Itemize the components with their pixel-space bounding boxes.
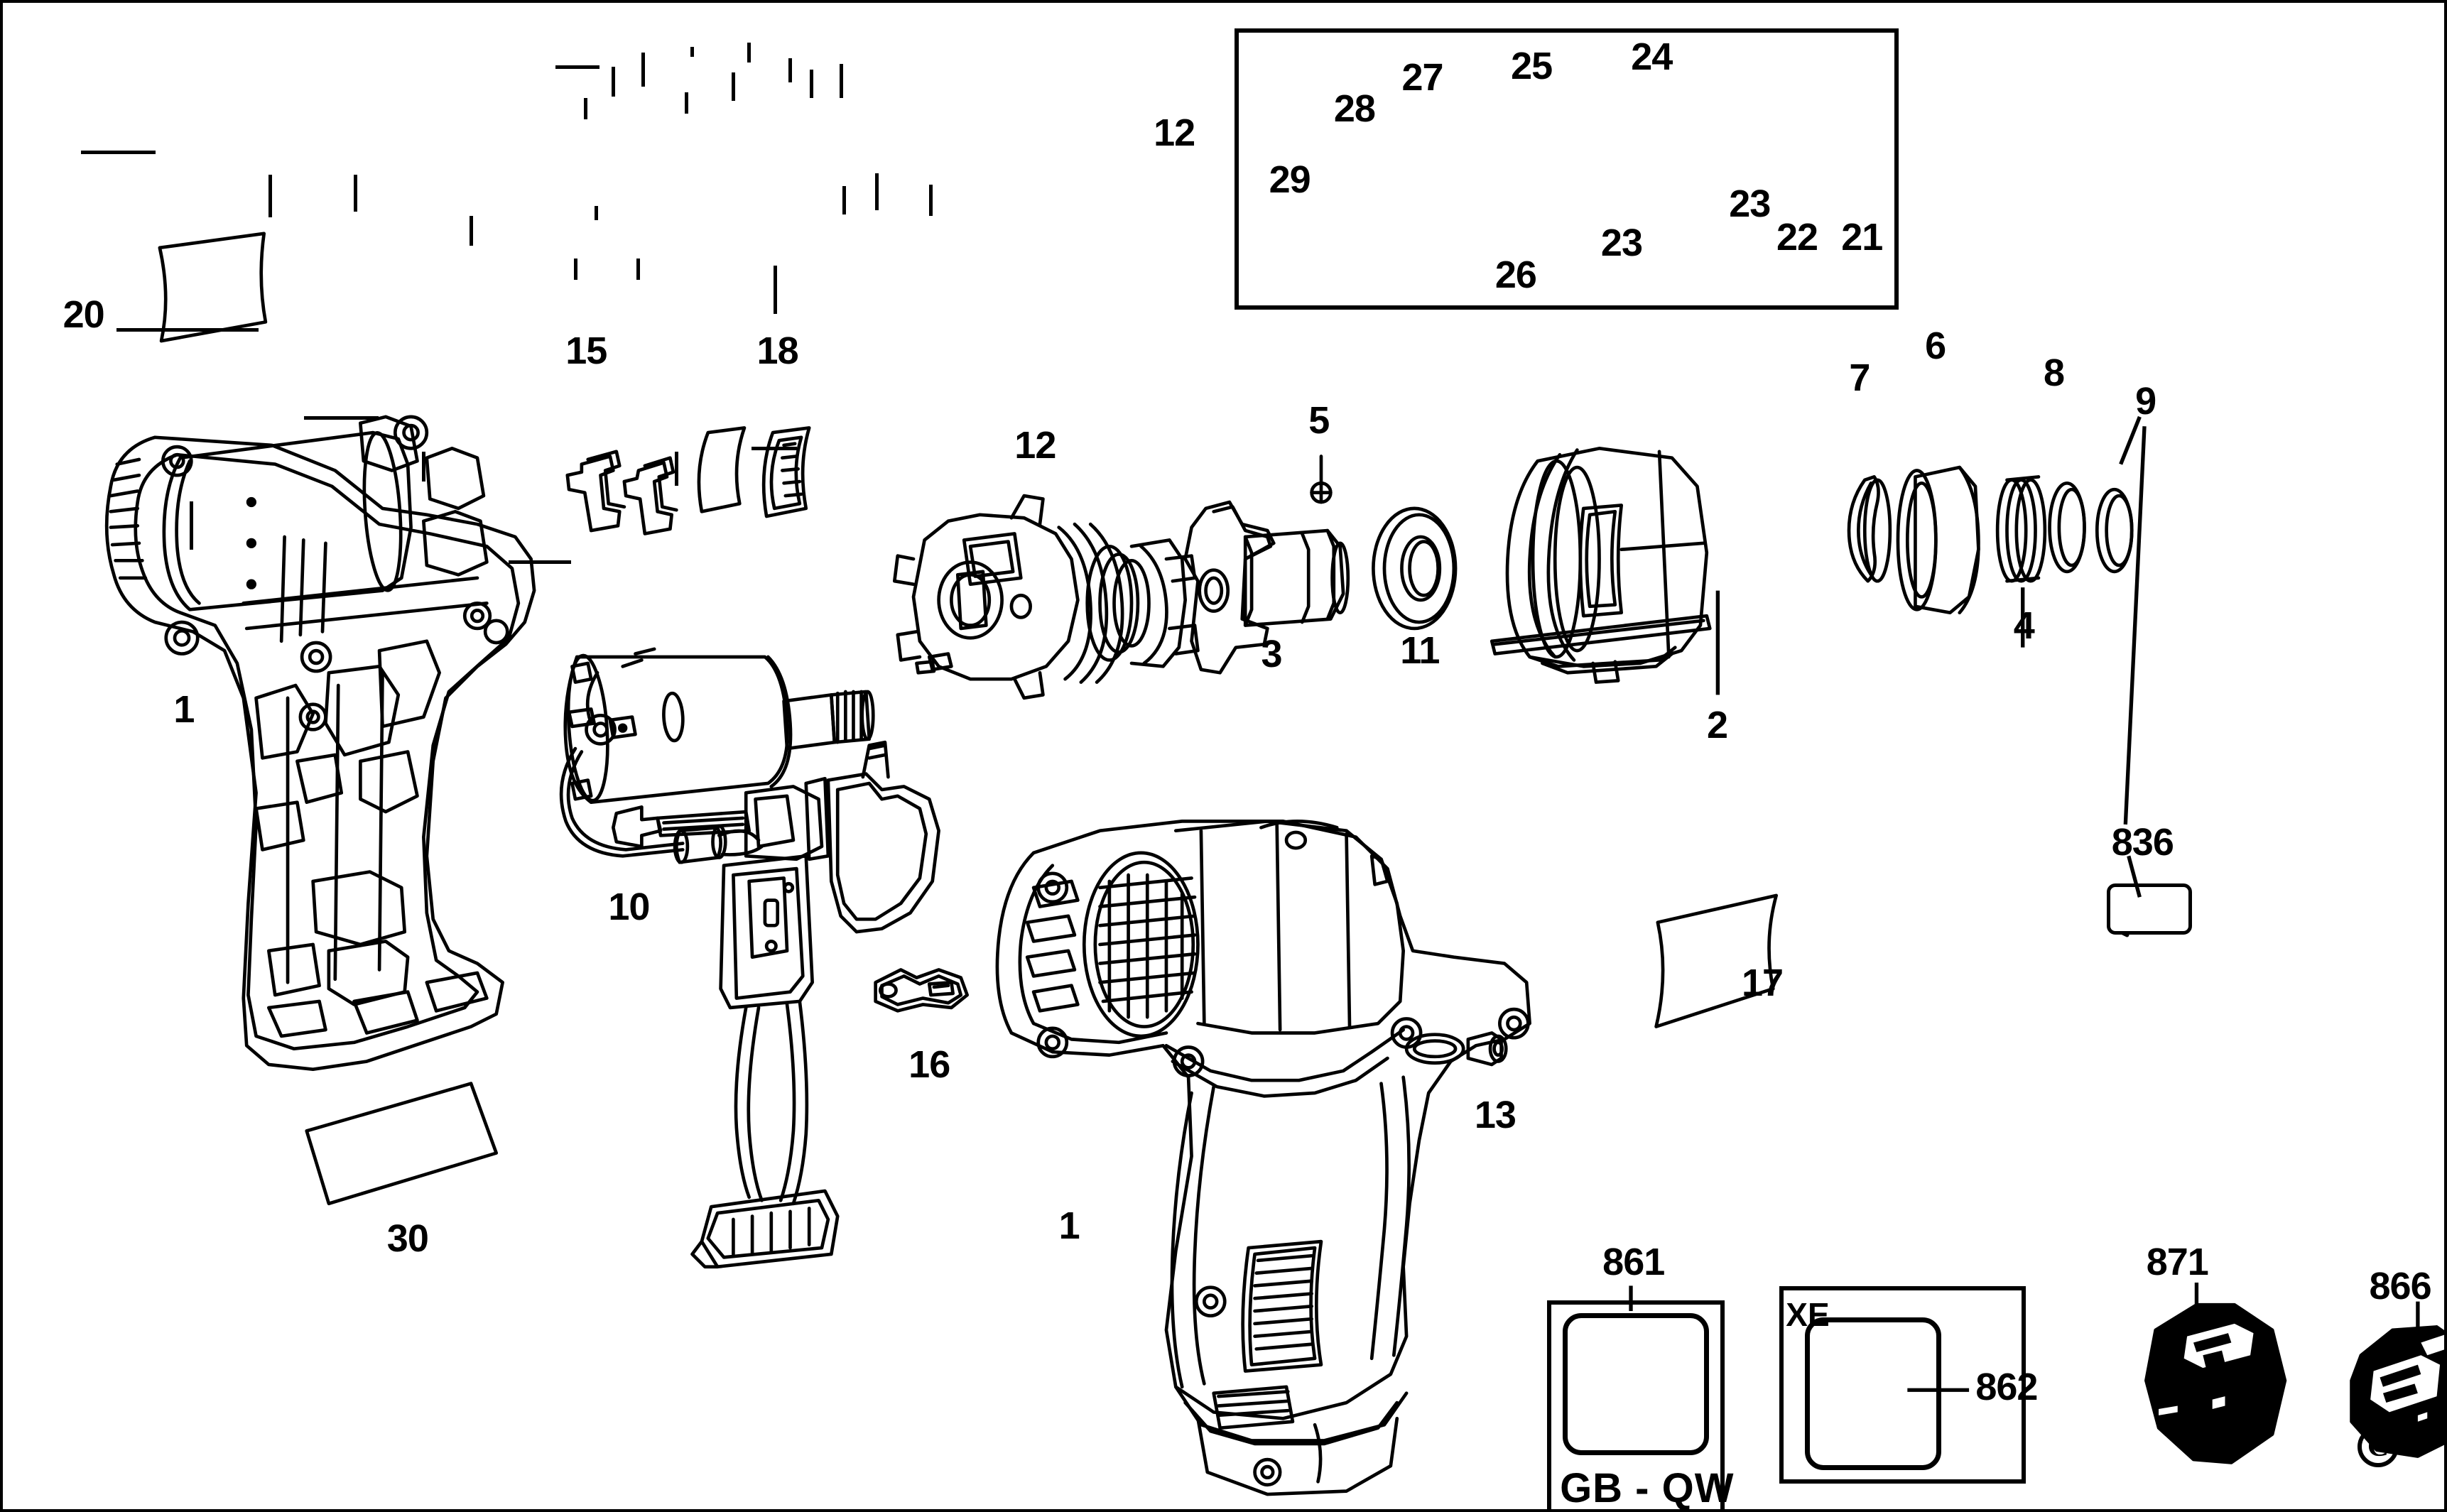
callout-17: 17	[1741, 961, 1784, 1004]
kit-box-861-inner-rounded	[1563, 1313, 1709, 1455]
callout-22: 22	[1776, 215, 1818, 259]
kit-box-861-region-label: GB - QW	[1560, 1464, 1735, 1511]
callout-16: 16	[908, 1043, 950, 1087]
leader-12-mid	[470, 216, 473, 246]
callout-8: 8	[2044, 351, 2065, 394]
leader-1-left	[116, 328, 259, 332]
leader-8	[929, 185, 933, 216]
leader-21	[840, 64, 843, 98]
callout-871: 871	[2146, 1241, 2209, 1284]
part-6-collar	[1896, 465, 1980, 615]
part-866-battery	[2350, 1325, 2444, 1458]
part-30-nameplate	[305, 1082, 499, 1206]
leader-22	[810, 70, 813, 98]
callout-21: 21	[1841, 215, 1883, 259]
leader-3	[574, 259, 577, 280]
leader-10	[304, 416, 379, 420]
leader-27	[641, 53, 645, 87]
leader-26	[685, 92, 688, 114]
callout-27: 27	[1401, 55, 1444, 99]
leader-25	[690, 47, 694, 57]
callout-836: 836	[2111, 820, 2174, 864]
callout-861: 861	[1602, 1241, 1665, 1284]
leader-overlay	[1629, 415, 2420, 1392]
leader-12-box	[555, 65, 599, 69]
leader-28	[612, 67, 615, 97]
callout-12-mid: 12	[1014, 424, 1056, 467]
part-4-spring-stack	[1995, 475, 2047, 583]
leader-23-a	[732, 72, 735, 101]
callout-28: 28	[1333, 87, 1376, 131]
callout-9: 9	[2135, 379, 2156, 423]
leader-23-b	[788, 58, 792, 82]
callout-23-b: 23	[1729, 182, 1771, 225]
part-17-nameplate	[1654, 893, 1779, 1028]
leader-30	[190, 501, 193, 550]
part-871-charger	[2144, 1302, 2287, 1464]
leader-7	[842, 186, 846, 214]
leader-5	[595, 206, 598, 220]
callout-23-a: 23	[1600, 222, 1643, 265]
callout-24: 24	[1631, 35, 1673, 78]
leader-2	[774, 266, 777, 314]
part-1-right-housing	[995, 820, 1531, 1496]
part-9-o-ring	[2095, 487, 2134, 574]
part-13-pin	[1466, 1031, 1508, 1067]
part-8-washer	[2048, 481, 2086, 574]
leader-15	[268, 175, 272, 217]
icon-box-836-frame	[2107, 883, 2192, 935]
leader-16	[422, 452, 425, 482]
part-2-hammer-case	[1490, 447, 1712, 684]
leader-13	[675, 452, 678, 486]
callout-10: 10	[608, 885, 650, 928]
leader-29	[584, 98, 587, 119]
callout-1-left: 1	[173, 687, 195, 731]
part-1-left-housing	[104, 415, 536, 1071]
callout-15: 15	[565, 329, 607, 372]
part-20-nameplate	[158, 232, 268, 343]
leader-24	[747, 43, 751, 62]
bag-box-862-region-label: XE	[1786, 1295, 1830, 1333]
callout-25: 25	[1511, 45, 1553, 88]
callout-12-box: 12	[1154, 111, 1195, 154]
leader-20	[81, 151, 156, 154]
callout-2: 2	[1707, 703, 1728, 746]
callout-3: 3	[1261, 632, 1282, 675]
callout-26: 26	[1494, 253, 1537, 296]
part-15-brush-pair	[565, 450, 678, 535]
callout-6: 6	[1925, 325, 1946, 368]
copyright-icon: C	[2358, 1426, 2399, 1467]
callout-30: 30	[386, 1217, 429, 1260]
leader-6	[875, 173, 879, 210]
callout-13: 13	[1474, 1094, 1517, 1137]
callout-1-right: 1	[1058, 1204, 1080, 1248]
callout-862: 862	[1975, 1366, 2038, 1409]
part-11-washer	[1372, 506, 1458, 631]
part-12-gearcase-assembly	[892, 494, 1200, 700]
part-16-selector-clip	[874, 968, 969, 1013]
callout-866: 866	[2369, 1264, 2432, 1307]
callout-5: 5	[1308, 398, 1330, 442]
callout-29: 29	[1269, 158, 1311, 202]
part-5-screw	[1310, 455, 1333, 504]
motor-assembly	[559, 647, 875, 864]
part-18-field-shoes	[697, 426, 811, 518]
detail-box-12-frame	[1235, 28, 1899, 310]
leader-1-right	[509, 560, 571, 564]
callout-18: 18	[756, 329, 799, 372]
leader-18	[354, 175, 357, 212]
callout-7: 7	[1849, 356, 1870, 399]
part-7-retaining-ring	[1847, 475, 1892, 583]
callout-20: 20	[63, 293, 105, 336]
leader-11	[636, 259, 640, 280]
callout-4: 4	[2013, 604, 2035, 647]
part-10-switch-assembly	[611, 740, 940, 1269]
bag-box-862-inner-rounded	[1805, 1317, 1941, 1470]
leader-17	[752, 447, 797, 450]
callout-11: 11	[1400, 629, 1440, 673]
part-3-anvil	[1183, 500, 1350, 675]
